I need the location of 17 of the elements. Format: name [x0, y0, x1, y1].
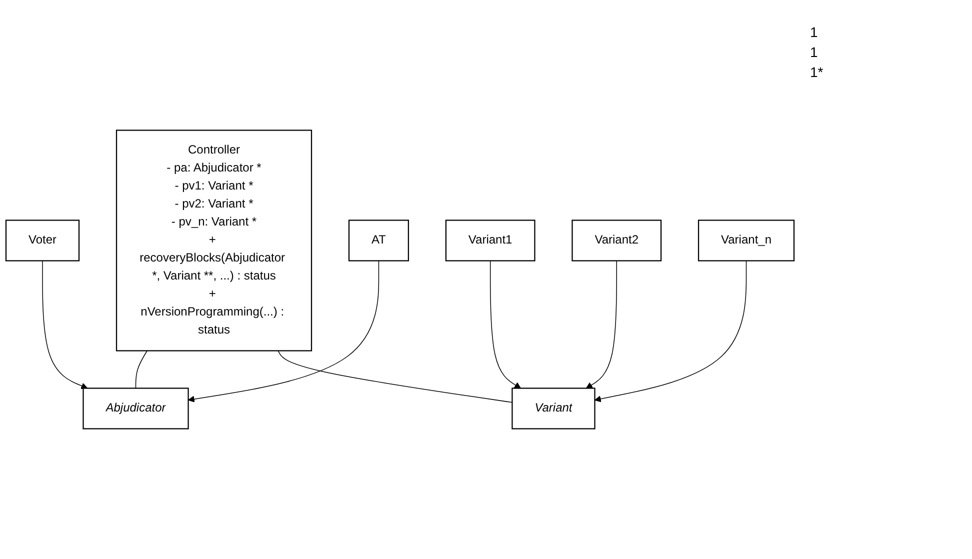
- node-box: Variant: [512, 388, 596, 430]
- node-box: AT: [348, 220, 409, 262]
- node-box: Controller - pa: Abjudicator * - pv1: Variant * - pv2: Variant * - pv_n: Variant * + recoveryBlocks(Abjudicator *, Variant **, ...) : status + nVersionProgramming(...) : status: [116, 130, 312, 352]
- node-box: Variant1: [445, 220, 536, 262]
- node-box: Variant2: [572, 220, 662, 262]
- connector: [278, 350, 513, 403]
- node-box: Variant_n: [698, 220, 795, 262]
- arrow: [586, 260, 617, 389]
- connector: [135, 350, 148, 389]
- multiplicity-label: 1: [810, 44, 819, 60]
- arrow: [490, 260, 521, 389]
- node-box: Voter: [5, 220, 80, 262]
- arrow: [188, 260, 380, 402]
- arrow: [42, 260, 88, 389]
- multiplicity-label: 1: [810, 24, 819, 40]
- multiplicity-label: 1*: [810, 64, 824, 80]
- arrow: [594, 260, 747, 402]
